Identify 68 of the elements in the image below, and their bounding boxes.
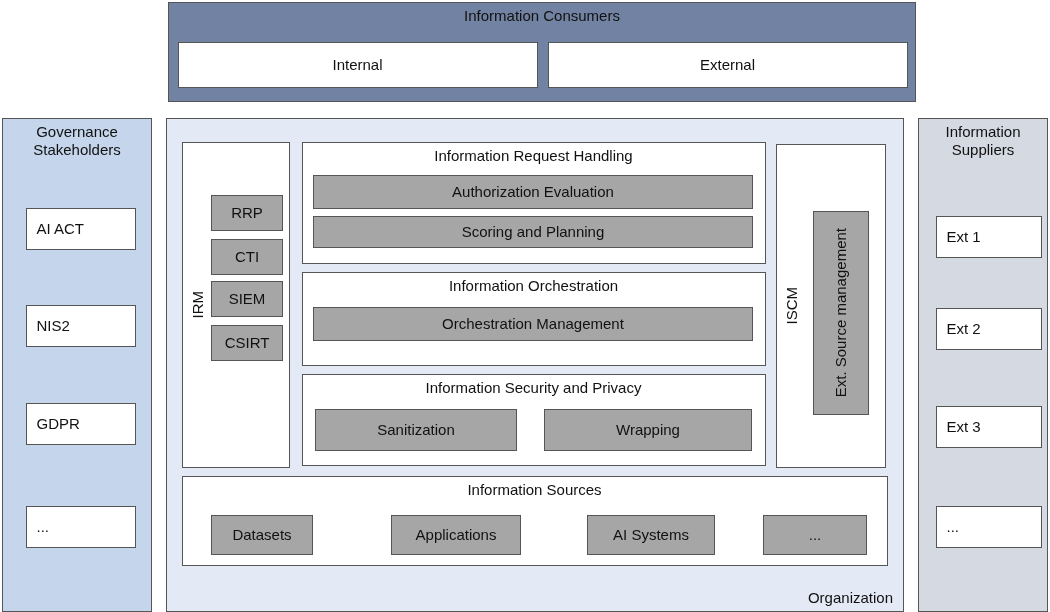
box-label: Datasets (231, 525, 293, 545)
box-label: AI Systems (612, 525, 690, 545)
group-heading: Information Consumers (463, 7, 621, 25)
module-box (301, 373, 766, 466)
box-label: ... (807, 525, 823, 545)
component-box (313, 216, 753, 248)
box-label: Ext 1 (945, 226, 982, 247)
box-label: Ext 2 (945, 318, 982, 339)
box-label: Wrapping (615, 420, 681, 440)
module-box (775, 143, 886, 468)
item-box (935, 505, 1042, 548)
component-box (391, 515, 521, 555)
module-box (301, 141, 766, 264)
item-box (935, 307, 1042, 350)
component-box (587, 515, 715, 555)
box-label: CTI (233, 247, 261, 267)
box-label: ... (35, 516, 50, 537)
component-box (313, 307, 753, 341)
item-box (935, 405, 1042, 448)
box-label: SIEM (227, 289, 267, 309)
box-label: Ext. Source management (832, 228, 850, 398)
container-panel (2, 118, 152, 612)
component-box (313, 175, 753, 209)
component-box (211, 195, 283, 231)
box-label: RRP (230, 203, 264, 223)
component-box (211, 325, 283, 361)
component-box (211, 515, 313, 555)
box-label: ... (945, 516, 960, 537)
box-label: NIS2 (35, 315, 71, 336)
component-box (211, 281, 283, 317)
group-heading: IRM (188, 290, 207, 319)
category-box (177, 41, 538, 88)
item-box (25, 304, 136, 347)
box-label: Authorization Evaluation (451, 182, 615, 202)
item-box (935, 215, 1042, 258)
component-box (211, 239, 283, 275)
box-label: Applications (414, 525, 498, 545)
container-panel (168, 2, 916, 102)
box-label: Scoring and Planning (460, 222, 606, 242)
group-heading: ISCM (782, 286, 801, 325)
item-box (25, 402, 136, 445)
box-label: Internal (331, 54, 384, 75)
box-label: GDPR (35, 413, 81, 434)
group-heading: Information Suppliers (944, 123, 1022, 159)
component-box (544, 409, 752, 451)
box-label: CSIRT (223, 333, 271, 353)
component-box (315, 409, 517, 451)
group-heading: Information Request Handling (433, 146, 634, 165)
group-heading: Information Sources (466, 480, 603, 499)
container-panel (918, 118, 1048, 612)
group-heading: Information Security and Privacy (424, 378, 643, 397)
module-box (301, 271, 766, 366)
module-box (181, 141, 290, 468)
module-box (181, 475, 888, 566)
component-box (763, 515, 867, 555)
item-box (25, 207, 136, 250)
component-box (813, 211, 869, 415)
group-heading: Information Orchestration (447, 276, 620, 295)
box-label: External (699, 54, 756, 75)
category-box (547, 41, 908, 88)
box-label: Sanitization (376, 420, 456, 440)
container-panel (166, 118, 904, 612)
group-heading: Governance Stakeholders (32, 123, 122, 159)
group-heading: Organization (807, 589, 893, 607)
box-label: Orchestration Management (441, 314, 625, 334)
item-box (25, 505, 136, 548)
box-label: AI ACT (35, 218, 85, 239)
box-label: Ext 3 (945, 416, 982, 437)
